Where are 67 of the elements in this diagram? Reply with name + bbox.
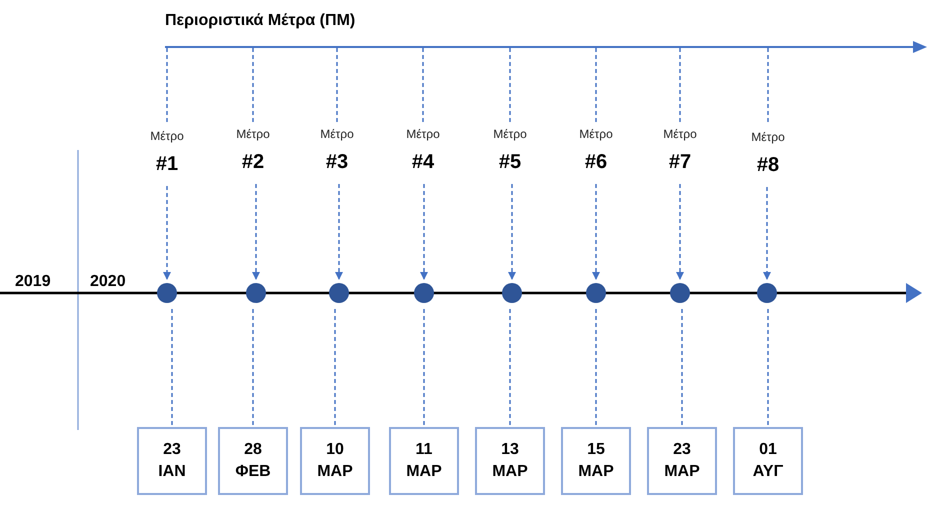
measure-number: #7 [668, 150, 692, 174]
date-box [218, 427, 288, 495]
measure-number: #6 [584, 150, 608, 174]
timeline-dot [502, 283, 522, 303]
date-text: 13 ΜΑΡ [491, 440, 529, 482]
dashed-line [336, 48, 338, 122]
date-box [389, 427, 459, 495]
date-box [733, 427, 803, 495]
dashed-line [166, 48, 168, 124]
title: Περιοριστικά Μέτρα (ΠΜ) [165, 12, 356, 30]
date-box [137, 427, 207, 495]
measure-number: #5 [498, 150, 522, 174]
dashed-arrow [163, 186, 171, 280]
measure-label: Μέτρο [150, 128, 184, 144]
year-label: 2020 [90, 273, 126, 291]
measure-label: Μέτρο [579, 126, 613, 142]
date-box [561, 427, 631, 495]
dashed-line [509, 309, 511, 427]
measure-label: Μέτρο [663, 126, 697, 142]
dashed-line [422, 48, 424, 122]
timeline-dot [246, 283, 266, 303]
dashed-line [767, 48, 769, 125]
date-text: 23 ΙΑΝ [157, 440, 187, 482]
timeline-dot [586, 283, 606, 303]
dashed-arrow [508, 184, 516, 280]
dashed-line [679, 48, 681, 122]
dashed-line [595, 309, 597, 427]
date-box [647, 427, 717, 495]
dashed-arrow [592, 184, 600, 280]
dashed-line [767, 309, 769, 427]
timeline-dot [670, 283, 690, 303]
year-label: 2019 [15, 273, 51, 291]
dashed-line [252, 309, 254, 427]
measure-label: Μέτρο [751, 129, 785, 145]
measure-label: Μέτρο [236, 126, 270, 142]
measure-number: #4 [412, 150, 434, 174]
date-text: 23 ΜΑΡ [663, 440, 701, 482]
dashed-arrow [252, 184, 260, 280]
dashed-arrow [676, 184, 684, 280]
dashed-line [423, 309, 425, 427]
dashed-line [509, 48, 511, 122]
timeline-dot [414, 283, 434, 303]
measure-label: Μέτρο [406, 126, 440, 142]
timeline-dot [329, 283, 349, 303]
measure-number: #8 [756, 153, 780, 177]
date-text: 28 ΦΕΒ [234, 440, 272, 482]
dashed-arrow [335, 184, 343, 280]
date-text: 11 ΜΑΡ [405, 440, 443, 482]
dashed-arrow [763, 187, 771, 280]
date-text: 15 ΜΑΡ [577, 440, 615, 482]
dashed-arrow [420, 184, 428, 280]
measure-label: Μέτρο [493, 126, 527, 142]
measure-number: #1 [156, 152, 178, 176]
dashed-line [334, 309, 336, 427]
dashed-line [595, 48, 597, 122]
date-text: 01 ΑΥΓ [752, 440, 784, 482]
dashed-line [171, 309, 173, 427]
timeline-dot [757, 283, 777, 303]
timeline-dot [157, 283, 177, 303]
date-text: 10 ΜΑΡ [316, 440, 354, 482]
date-box [300, 427, 370, 495]
dashed-line [252, 48, 254, 122]
dashed-line [681, 309, 683, 427]
measure-label: Μέτρο [320, 126, 354, 142]
measure-number: #3 [326, 150, 348, 174]
date-box [475, 427, 545, 495]
measure-number: #2 [242, 150, 264, 174]
